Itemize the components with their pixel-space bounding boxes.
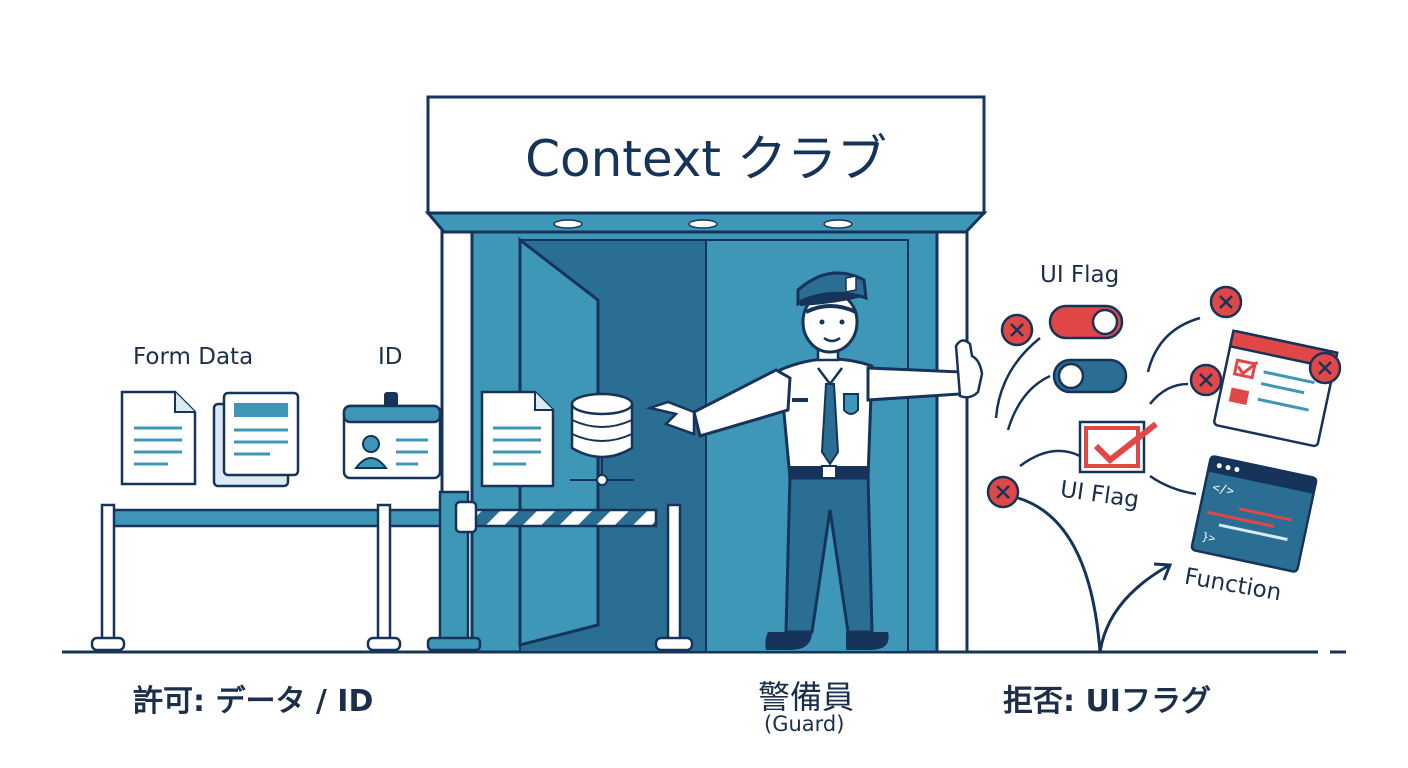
rejected-caption: 拒否: UIフラグ (1003, 684, 1211, 719)
svg-text:}>: }> (1201, 530, 1217, 546)
queue-barrier (90, 490, 694, 652)
club-sign-title: Context クラブ (525, 130, 887, 188)
reject-x-icon (1308, 351, 1342, 385)
id-badge-icon (342, 392, 442, 480)
function-code-icon: </> }> (1190, 455, 1318, 573)
ui-flag-label-top: UI Flag (1040, 262, 1120, 288)
allowed-caption: 許可: データ / ID (133, 684, 374, 719)
reject-x-icon (1189, 363, 1223, 397)
reject-x-icon (1209, 285, 1243, 319)
form-data-document-icon (120, 390, 197, 486)
checkbox-icon (1078, 420, 1158, 474)
club-sign (426, 95, 986, 215)
form-data-label: Form Data (133, 344, 254, 370)
reject-x-icon (986, 475, 1020, 509)
database-icon (570, 392, 634, 486)
id-label: ID (378, 344, 403, 370)
rejected-area: </> }> (986, 285, 1342, 653)
svg-text:</>: </> (1211, 480, 1235, 498)
form-window-icon (1213, 329, 1339, 448)
reject-x-icon (1000, 313, 1034, 347)
toggle-off-icon (1052, 358, 1128, 394)
guard-figure (645, 271, 984, 650)
guard-subcaption: (Guard) (764, 712, 845, 736)
passing-document-icon (480, 390, 555, 488)
form-sheet-icon (212, 391, 300, 488)
toggle-on-icon (1048, 304, 1124, 340)
guard-caption: 警備員 (758, 678, 855, 716)
bounce-arrow (1017, 496, 1169, 653)
